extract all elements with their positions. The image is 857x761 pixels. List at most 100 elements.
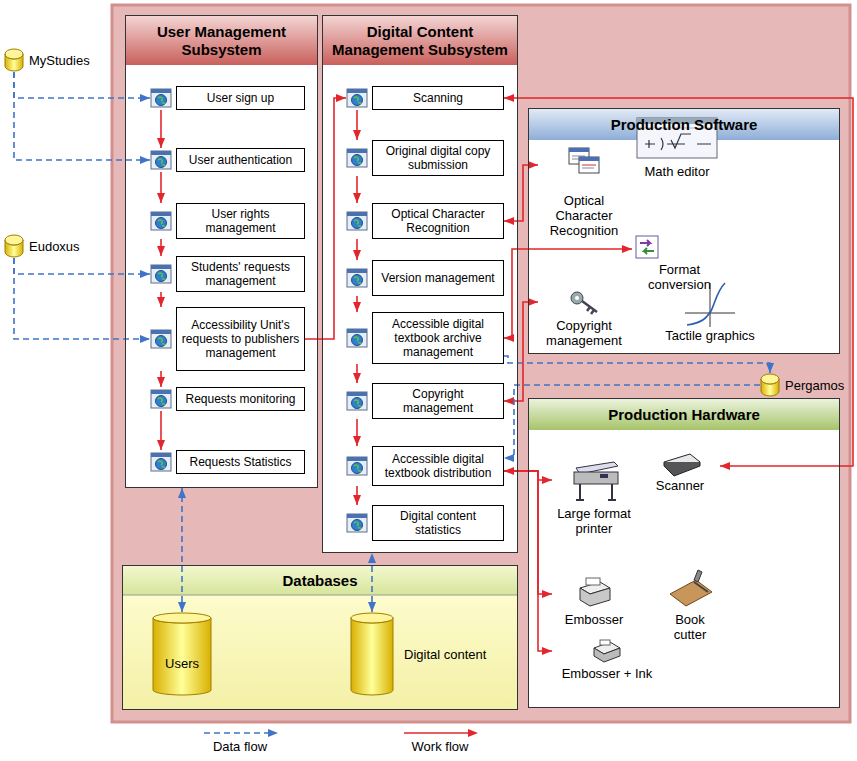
cylinder-top: [351, 613, 393, 623]
web-icon: [346, 391, 368, 411]
node-label: Pergamos: [785, 378, 844, 393]
web-icon: [346, 456, 368, 476]
node-label: Copyright management: [538, 318, 630, 348]
line-sample: [390, 727, 490, 739]
function-box: User authentication: [150, 148, 305, 172]
work-flow-arrow: [356, 419, 358, 446]
work-flow-arrow: [160, 110, 162, 148]
node-label: Copyright management: [372, 383, 504, 419]
function-box: User rights management: [150, 203, 305, 239]
book-cutter-icon: [670, 570, 712, 606]
node-label: Embosser + Ink: [552, 666, 662, 681]
node-label: User authentication: [176, 148, 305, 172]
tool-item: Math editor: [632, 116, 722, 179]
work-flow-arrow: [356, 176, 358, 203]
work-flow-arrow: [504, 302, 538, 401]
cylinder-body: [351, 618, 393, 695]
web-icon: [346, 513, 368, 533]
node-label: Scanner: [640, 478, 720, 493]
panel-header: Digital Content Management Subsystem: [323, 16, 517, 65]
web-icon: [150, 150, 172, 170]
panel-heading: Production Hardware: [602, 406, 766, 424]
cylinder-shape: [4, 48, 24, 72]
cylinder-top: [5, 49, 23, 59]
node-label: Eudoxus: [29, 239, 80, 254]
external-database: Eudoxus: [4, 234, 80, 258]
format-conversion-icon: [636, 236, 658, 258]
tool-item: Large format printer: [552, 462, 636, 536]
data-flow-arrow: [181, 488, 183, 612]
node-label: Scanning: [372, 86, 504, 110]
function-box: Students' requests management: [150, 256, 305, 292]
web-icon: [346, 211, 368, 231]
tool-item: Copyright management: [538, 288, 630, 348]
panel-fills: [122, 15, 840, 710]
function-box: Accessible digital textbook archive mana…: [346, 312, 504, 364]
panel-header: User Management Subsystem: [126, 16, 317, 65]
panel-heading: Digital Content Management Subsystem: [323, 23, 517, 59]
node-label: Accessibility Unit's requests to publish…: [176, 307, 305, 371]
data-flow-arrow: [14, 258, 150, 274]
node-label: Requests Statistics: [176, 450, 305, 474]
subsystem-panel: Production SoftwareOptical Character Rec…: [528, 108, 840, 354]
cylinder-top: [5, 235, 23, 245]
node-label: Large format printer: [552, 506, 636, 536]
node-label: Digital content: [404, 647, 486, 662]
node-label: Math editor: [632, 164, 722, 179]
external-database: Pergamos: [760, 373, 844, 397]
web-icon: [346, 88, 368, 108]
tool-item: Optical Character Recognition: [538, 145, 630, 238]
legend-label: Data flow: [190, 739, 290, 754]
web-icon: [346, 148, 368, 168]
work-flow-arrow: [504, 165, 538, 221]
node-label: User rights management: [176, 203, 305, 239]
external-database: MyStudies: [4, 48, 90, 72]
ocr-icon: [569, 148, 599, 173]
node-label: MyStudies: [29, 53, 90, 68]
function-box: Scanning: [346, 86, 504, 110]
embosser-icon: [580, 578, 610, 606]
panel-heading: User Management Subsystem: [126, 23, 317, 59]
work-flow-arrow: [160, 292, 162, 307]
function-box: Accessible digital textbook distribution: [346, 446, 504, 486]
panel-header: Production Hardware: [529, 399, 839, 430]
function-box: Version management: [346, 260, 504, 296]
data-flow-arrow: [504, 356, 770, 373]
key-icon: [571, 292, 597, 314]
work-flow-arrow: [504, 98, 853, 466]
data-flow-arrow: [371, 553, 373, 612]
tool-item: Scanner: [640, 450, 720, 493]
panel-heading: Production Software: [605, 116, 764, 134]
node-label: Digital content statistics: [372, 505, 504, 541]
node-label: Format conversion: [632, 262, 727, 292]
legend-item: Data flow: [190, 727, 290, 754]
work-flow-arrow: [356, 364, 358, 383]
function-box: Requests monitoring: [150, 387, 305, 411]
database-cylinder: Users: [152, 612, 212, 696]
function-box: Copyright management: [346, 383, 504, 419]
data-flow-arrow: [14, 72, 150, 98]
data-flow-arrow: [14, 72, 150, 160]
web-icon: [150, 88, 172, 108]
panel-header: Databases: [123, 566, 517, 595]
subsystem-panel: Digital Content Management SubsystemScan…: [322, 15, 518, 553]
node-label: Accessible digital textbook archive mana…: [372, 312, 504, 364]
web-icon: [150, 452, 172, 472]
function-box: Accessibility Unit's requests to publish…: [150, 307, 305, 371]
scanner-icon: [664, 454, 700, 476]
database-cylinder: Digital content: [350, 612, 510, 696]
node-label: Users: [152, 612, 212, 671]
system-panel: [112, 5, 850, 722]
work-flow-arrow: [160, 172, 162, 203]
work-flow-arrow: [160, 371, 162, 387]
ink-embosser-icon: [594, 640, 620, 662]
node-label: Tactile graphics: [660, 328, 760, 343]
web-icon: [346, 328, 368, 348]
cylinder-shape: [350, 612, 394, 696]
cylinder-shape: [152, 612, 212, 696]
node-label: Book cutter: [658, 612, 722, 642]
subsystem-panel: DatabasesUsersDigital content: [122, 565, 518, 710]
tool-item: Tactile graphics: [660, 282, 760, 343]
function-box: Digital content statistics: [346, 505, 504, 541]
cylinder-top: [761, 374, 779, 384]
